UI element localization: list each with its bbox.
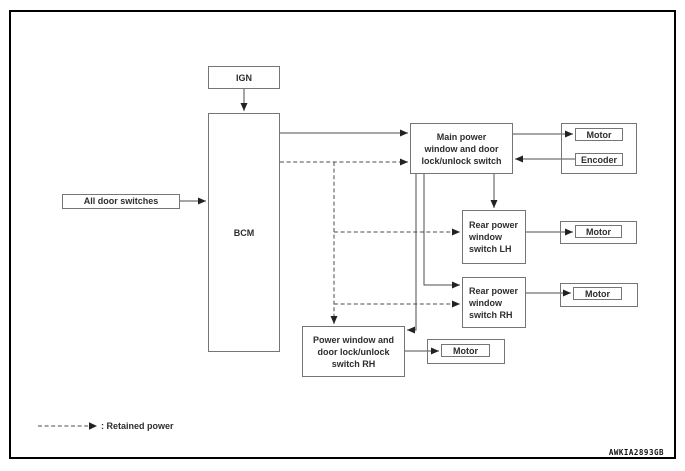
node-power-window-switch-rh: Power window and door lock/unlock switch…	[302, 326, 405, 377]
node-label-line: window	[469, 297, 502, 308]
node-label-line: Main power	[436, 131, 487, 142]
pw-rh-motor-assembly	[427, 339, 505, 364]
node-label-line: switch RH	[331, 358, 376, 369]
node-encoder: Encoder	[575, 153, 623, 166]
rear-rh-motor-assembly	[560, 283, 638, 307]
node-all-door-switches: All door switches	[62, 194, 180, 209]
node-label-line: Power window and	[312, 334, 394, 345]
node-rear-window-switch-lh: Rear power window switch LH	[462, 210, 526, 264]
figure-code: AWKIA2893GB	[608, 448, 664, 457]
node-label-line: window	[469, 232, 502, 242]
node-label-line: window and door	[424, 143, 499, 154]
legend-retained-power-label: : Retained power	[101, 421, 174, 431]
node-label-line: Rear power	[469, 285, 519, 296]
node-label-line: switch LH	[469, 244, 512, 254]
node-label-line: switch RH	[469, 309, 513, 320]
node-front-motor: Motor	[575, 128, 623, 141]
node-label-line: lock/unlock switch	[421, 155, 502, 166]
node-ign: IGN	[208, 66, 280, 89]
node-label-line: door lock/unlock	[317, 346, 390, 357]
node-bcm: BCM	[208, 113, 280, 352]
legend-arrow-icon	[89, 422, 97, 430]
node-rear-window-switch-rh: Rear power window switch RH	[462, 277, 526, 328]
rear-lh-motor-assembly	[560, 221, 637, 244]
node-pw-motor-rh: Motor	[441, 344, 490, 357]
front-door-motor-assembly	[561, 123, 637, 174]
connector-mainswitch-to-pw-switch-rh	[407, 174, 417, 334]
node-main-power-window-switch: Main power window and door lock/unlock s…	[410, 123, 513, 174]
diagram-border	[9, 10, 676, 459]
node-rear-motor-lh: Motor	[575, 225, 622, 238]
connector-mainswitch-to-rear-rh	[423, 174, 460, 289]
node-label-line: Rear power	[469, 220, 519, 230]
node-rear-motor-rh: Motor	[573, 287, 622, 300]
